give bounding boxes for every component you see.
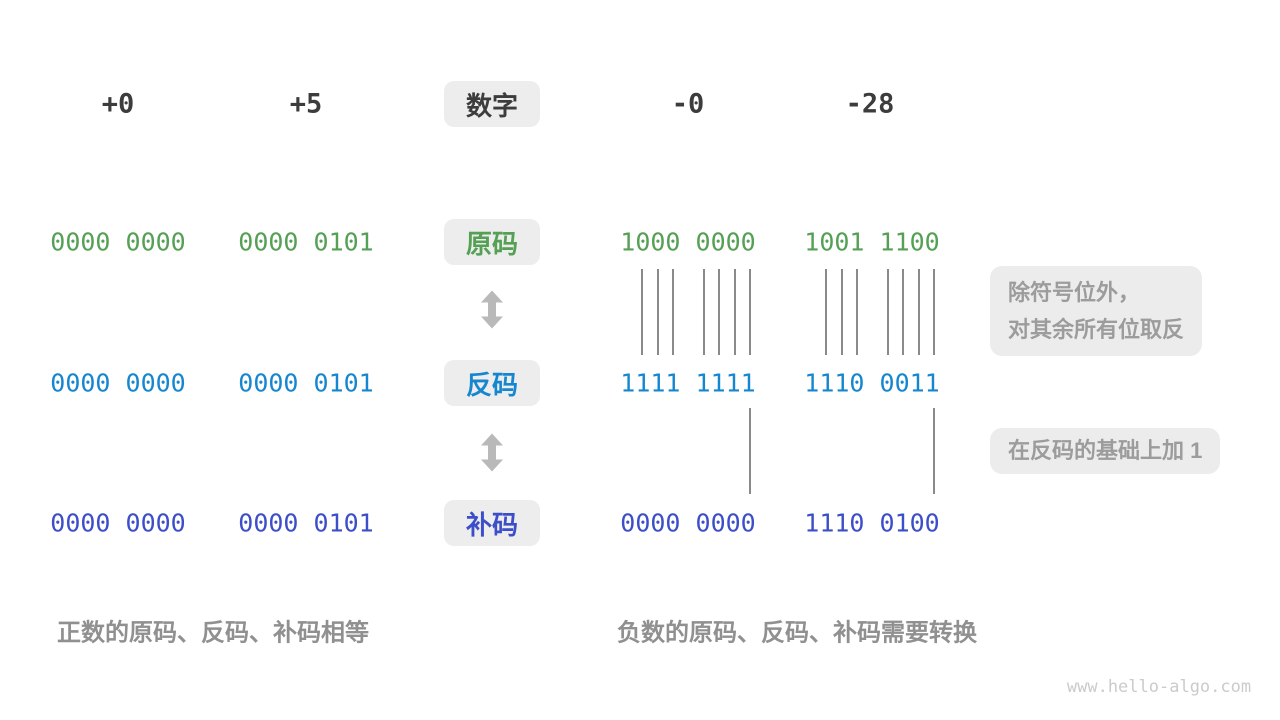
sign-magnitude-value: 0000 0000 [50, 227, 186, 257]
bit-connector-line [641, 269, 643, 355]
label-sign-magnitude: 原码 [444, 219, 540, 265]
bit-connector-line [734, 269, 736, 355]
bit-connector-line [718, 269, 720, 355]
ones-complement-value: 0000 0000 [50, 368, 186, 398]
up-down-arrow-icon [481, 433, 503, 477]
bit-connector-group [618, 269, 757, 355]
bit-connector-line [825, 269, 827, 355]
sign-magnitude-value: 1000 0000 [620, 227, 756, 257]
caption-negative-numbers: 负数的原码、反码、补码需要转换 [617, 619, 977, 647]
bit-connector-line [933, 269, 935, 355]
watermark-url: www.hello-algo.com [1066, 677, 1252, 697]
ones-complement-value: 1111 1111 [620, 368, 756, 398]
twos-complement-value: 0000 0101 [238, 508, 374, 538]
invert-bits-note-line1: 除符号位外， [1008, 280, 1141, 305]
twos-complement-value: 0000 0000 [50, 508, 186, 538]
bit-connector-line [657, 269, 659, 355]
bit-connector-line [902, 269, 904, 355]
sign-magnitude-value: 1001 1100 [804, 227, 940, 257]
bit-connector-line [703, 269, 705, 355]
invert-bits-note: 除符号位外， 对其余所有位取反 [990, 266, 1203, 356]
bit-connector-line [841, 269, 843, 355]
twos-complement-value: 1110 0100 [804, 508, 940, 538]
bit-connector-group [802, 269, 941, 355]
bit-connector-line [887, 269, 889, 355]
label-ones-complement: 反码 [444, 360, 540, 406]
number-plus-five: +5 [289, 88, 323, 120]
add-one-note: 在反码的基础上加 1 [990, 428, 1221, 474]
number-plus-zero: +0 [101, 88, 135, 120]
number-minus-zero: -0 [671, 88, 705, 120]
twos-complement-value: 0000 0000 [620, 508, 756, 538]
number-minus-twentyeight: -28 [845, 88, 895, 120]
add-one-connector-line [933, 408, 935, 494]
ones-complement-value: 0000 0101 [238, 368, 374, 398]
label-number: 数字 [444, 81, 540, 127]
bit-connector-line [672, 269, 674, 355]
label-twos-complement: 补码 [444, 500, 540, 546]
caption-positive-numbers: 正数的原码、反码、补码相等 [57, 619, 369, 647]
ones-complement-value: 1110 0011 [804, 368, 940, 398]
bit-connector-line [749, 269, 751, 355]
bit-connector-line [856, 269, 858, 355]
add-one-connector-line [749, 408, 751, 494]
sign-magnitude-value: 0000 0101 [238, 227, 374, 257]
up-down-arrow-icon [481, 290, 503, 334]
invert-bits-note-line2: 对其余所有位取反 [1008, 317, 1185, 342]
bit-connector-line [918, 269, 920, 355]
